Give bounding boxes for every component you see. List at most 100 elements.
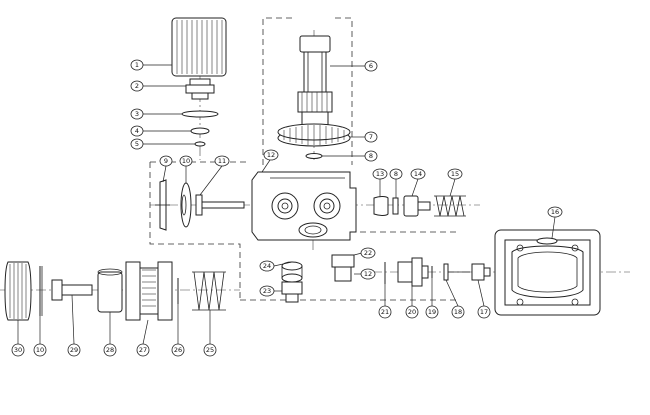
part-valve-20 (397, 257, 429, 287)
part-plug-23 (281, 261, 303, 283)
callout-3: 3 (130, 108, 144, 120)
part-nut-24 (281, 281, 303, 303)
part-ring-8-upper (305, 153, 323, 159)
part-plate-9 (155, 179, 170, 231)
callout-8: 8 (364, 150, 378, 162)
svg-text:25: 25 (206, 346, 214, 354)
callout-9: 9 (159, 155, 173, 167)
svg-text:28: 28 (106, 346, 114, 354)
callout-1: 1 (130, 59, 144, 71)
callout-6: 6 (364, 60, 378, 72)
callout-21: 21 (378, 305, 392, 319)
part-stem-nut (185, 78, 215, 100)
part-nut-27 (125, 261, 173, 321)
part-ring-4 (190, 127, 210, 135)
svg-text:10: 10 (182, 157, 190, 165)
svg-text:5: 5 (135, 140, 139, 148)
part-ring-8-right (392, 197, 399, 215)
svg-text:21: 21 (381, 308, 389, 316)
callout-17: 17 (477, 305, 491, 319)
callout-14: 14 (410, 168, 426, 180)
svg-text:4: 4 (135, 127, 139, 135)
callout-10: 10 (179, 155, 193, 167)
svg-text:8: 8 (394, 170, 398, 178)
callout-24: 24 (259, 260, 275, 272)
svg-text:18: 18 (454, 308, 462, 316)
callout-12-lower: 12 (360, 268, 376, 280)
callout-7: 7 (364, 131, 378, 143)
leader-lines (17, 64, 556, 345)
callout-27: 27 (136, 343, 150, 357)
callout-18: 18 (451, 305, 465, 319)
part-needle-11 (195, 194, 245, 216)
callout-bubbles: 1 2 3 4 5 6 7 8 9 10 11 12 13 8 14 15 16… (11, 59, 563, 357)
callout-13: 13 (372, 168, 388, 180)
callout-2: 2 (130, 80, 144, 92)
callout-8-right: 8 (389, 168, 403, 180)
part-screw-29 (51, 279, 93, 301)
part-shaft (297, 35, 333, 127)
part-seal-13 (373, 196, 389, 216)
callout-25: 25 (203, 343, 217, 357)
part-ring-18 (443, 263, 470, 281)
callout-30: 30 (11, 343, 25, 357)
callout-4: 4 (130, 125, 144, 137)
svg-text:2: 2 (135, 82, 139, 90)
part-ring-5 (194, 141, 206, 147)
part-cylinder-28 (97, 268, 123, 313)
svg-text:12: 12 (364, 270, 372, 278)
callout-15: 15 (447, 168, 463, 180)
callout-22: 22 (360, 247, 376, 259)
part-bushing-17 (471, 263, 491, 281)
svg-text:3: 3 (135, 110, 139, 118)
svg-text:10: 10 (36, 346, 44, 354)
svg-text:6: 6 (369, 62, 373, 70)
part-valve-body (251, 171, 357, 241)
svg-text:17: 17 (480, 308, 488, 316)
callout-16: 16 (547, 206, 563, 218)
part-spring-25 (192, 271, 226, 311)
callout-5: 5 (130, 138, 144, 150)
svg-text:14: 14 (414, 170, 422, 178)
svg-text:20: 20 (408, 308, 416, 316)
svg-text:19: 19 (428, 308, 436, 316)
svg-text:16: 16 (551, 208, 559, 216)
callout-12: 12 (263, 149, 279, 161)
svg-text:29: 29 (70, 346, 78, 354)
callout-28: 28 (103, 343, 117, 357)
part-spring-15 (434, 195, 466, 217)
svg-text:23: 23 (263, 287, 271, 295)
svg-text:24: 24 (263, 262, 271, 270)
svg-text:26: 26 (174, 346, 182, 354)
svg-text:9: 9 (164, 157, 168, 165)
part-disc-10 (180, 182, 192, 228)
svg-text:11: 11 (218, 157, 226, 165)
callout-20: 20 (405, 305, 419, 319)
part-knob-30 (4, 261, 32, 321)
part-cap-22 (331, 254, 355, 282)
svg-text:15: 15 (451, 170, 459, 178)
assembly-guides (149, 17, 460, 301)
part-housing (494, 229, 601, 316)
callout-10-lower: 10 (33, 343, 47, 357)
part-washer-10-lower (39, 266, 43, 316)
part-gear (277, 123, 351, 147)
svg-text:1: 1 (135, 61, 139, 69)
callout-19: 19 (425, 305, 439, 319)
callout-26: 26 (171, 343, 185, 357)
svg-text:13: 13 (376, 170, 384, 178)
svg-text:8: 8 (369, 152, 373, 160)
part-plunger-14 (403, 195, 431, 217)
svg-text:12: 12 (267, 151, 275, 159)
svg-text:27: 27 (139, 346, 147, 354)
svg-text:22: 22 (364, 249, 372, 257)
part-knurled-knob (171, 17, 227, 77)
svg-text:30: 30 (14, 346, 22, 354)
part-washer-3 (181, 110, 219, 118)
svg-text:7: 7 (369, 133, 373, 141)
callout-29: 29 (67, 343, 81, 357)
callout-23: 23 (259, 285, 275, 297)
callout-11: 11 (214, 155, 230, 167)
